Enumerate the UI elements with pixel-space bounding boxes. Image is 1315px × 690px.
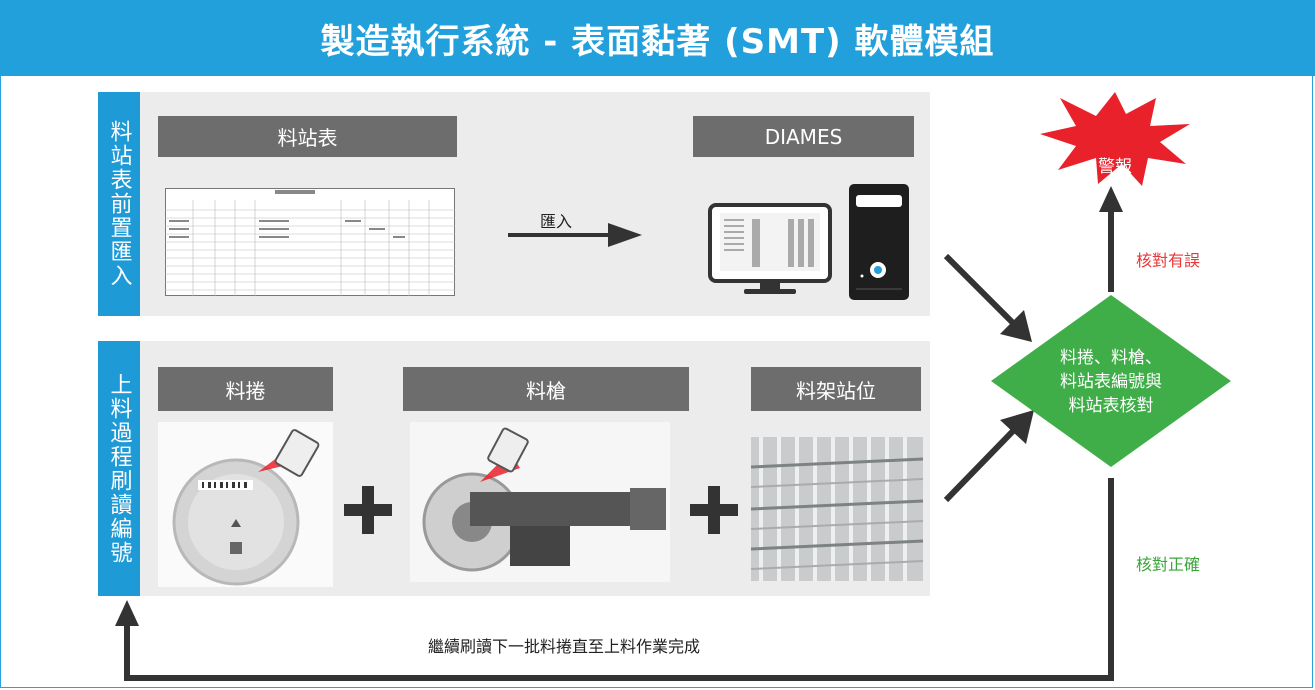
- import-arrow-icon: [508, 223, 642, 247]
- loop-back-arrow: [115, 478, 1114, 681]
- arrow-to-alarm: [1099, 186, 1123, 292]
- loop-label: 繼續刷讀下一批料捲直至上料作業完成: [428, 637, 701, 656]
- arrow-to-decision-top: [943, 253, 1032, 342]
- alarm-burst-icon: [1040, 92, 1190, 186]
- decision-line-2: 料站表編號與: [1060, 372, 1162, 392]
- decision-diamond: [991, 295, 1231, 467]
- decision-text: 料捲、料槍、 料站表編號與 料站表核對: [1036, 346, 1186, 418]
- monitor-icon: [708, 203, 832, 294]
- scan-side-label: 上料過程刷讀編號: [98, 341, 140, 596]
- reel-image: [158, 422, 333, 587]
- rack-station-header: 料架站位: [751, 367, 921, 411]
- correct-label: 核對正確: [1136, 555, 1201, 574]
- page-title: 製造執行系統 - 表面黏著 (SMT) 軟體模組: [0, 0, 1315, 76]
- reel-header: 料捲: [158, 367, 333, 411]
- feeder-image: [410, 422, 670, 582]
- arrow-to-decision-bottom: [943, 410, 1034, 503]
- computer-tower-icon: [849, 184, 909, 300]
- import-arrow-label: 匯入: [540, 212, 573, 231]
- feeder-header: 料槍: [403, 367, 689, 411]
- decision-line-3: 料站表核對: [1068, 396, 1154, 416]
- decision-line-1: 料捲、料槍、: [1060, 348, 1162, 368]
- error-label: 核對有誤: [1136, 251, 1201, 270]
- import-side-label: 料站表前置匯入: [98, 92, 140, 316]
- station-table-image: [165, 188, 455, 296]
- diames-header: DIAMES: [693, 116, 914, 157]
- rack-station-image: [751, 437, 923, 581]
- plus-icon-2: [690, 486, 738, 534]
- alarm-label: 警報: [1098, 157, 1132, 177]
- plus-icon-1: [344, 486, 392, 534]
- station-table-header: 料站表: [158, 116, 457, 157]
